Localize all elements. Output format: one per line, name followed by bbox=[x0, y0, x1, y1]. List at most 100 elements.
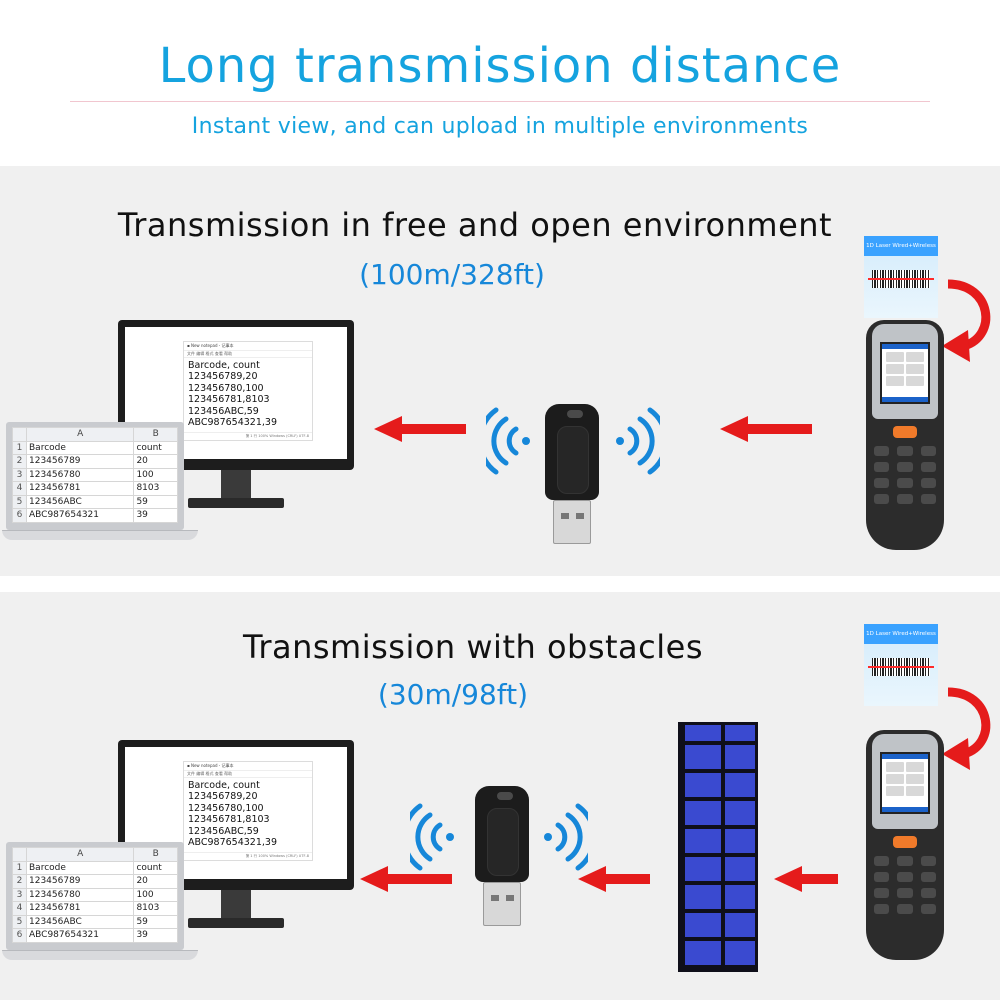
notepad-line: 123456ABC,59 bbox=[188, 825, 259, 837]
left-arrow bbox=[360, 866, 452, 892]
barcode-card: 1D Laser Wired+Wireless bbox=[864, 624, 938, 706]
row-number[interactable]: 1 bbox=[12, 860, 27, 875]
wireless-waves-right-icon bbox=[544, 803, 588, 871]
column-header-b[interactable]: B bbox=[133, 427, 178, 442]
column-header-a[interactable]: A bbox=[25, 847, 135, 862]
cell-a[interactable]: ABC987654321 bbox=[25, 508, 135, 523]
notepad-window: ▪ New notepad - 记事本 文件 编辑 格式 查看 帮助 Barco… bbox=[183, 761, 313, 861]
cell-b[interactable]: 59 bbox=[133, 494, 178, 509]
cell-a[interactable]: 123456780 bbox=[25, 887, 135, 902]
left-arrow bbox=[774, 866, 838, 892]
left-arrow bbox=[578, 866, 650, 892]
row-number[interactable]: 6 bbox=[12, 508, 27, 523]
scene-title: Transmission with obstacles bbox=[242, 628, 703, 666]
open-environment-panel: Transmission in free and open environmen… bbox=[0, 166, 1000, 576]
cell-a[interactable]: ABC987654321 bbox=[25, 928, 135, 943]
cell-b[interactable]: 8103 bbox=[133, 481, 178, 496]
brick-wall bbox=[678, 722, 758, 972]
notepad-line: 123456ABC,59 bbox=[188, 405, 259, 417]
wireless-waves-left-icon bbox=[486, 407, 530, 475]
notepad-line: 123456780,100 bbox=[188, 802, 264, 814]
scan-button bbox=[893, 836, 917, 848]
obstacle-panel: Transmission with obstacles (30m/98ft) ▪… bbox=[0, 592, 1000, 1000]
cell-a[interactable]: 123456789 bbox=[25, 454, 135, 469]
left-arrow bbox=[720, 416, 812, 442]
cell-a[interactable]: 123456ABC bbox=[25, 914, 135, 929]
header: Long transmission distance Instant view,… bbox=[0, 0, 1000, 166]
cell-b[interactable]: 59 bbox=[133, 914, 178, 929]
wireless-waves-left-icon bbox=[410, 803, 454, 871]
cell-a[interactable]: 123456ABC bbox=[25, 494, 135, 509]
column-header-a[interactable]: A bbox=[25, 427, 135, 442]
monitor: ▪ New notepad - 记事本 文件 编辑 格式 查看 帮助 Barco… bbox=[118, 320, 354, 520]
cell-a[interactable]: Barcode bbox=[25, 860, 135, 875]
scan-button bbox=[893, 426, 917, 438]
notepad-window: ▪ New notepad - 记事本 文件 编辑 格式 查看 帮助 Barco… bbox=[183, 341, 313, 441]
cell-b[interactable]: 39 bbox=[133, 508, 178, 523]
cell-b[interactable]: 39 bbox=[133, 928, 178, 943]
section-divider bbox=[0, 576, 1000, 592]
cell-a[interactable]: 123456780 bbox=[25, 467, 135, 482]
cell-b[interactable]: count bbox=[133, 860, 178, 875]
column-header-b[interactable]: B bbox=[133, 847, 178, 862]
usb-dongle bbox=[472, 786, 532, 936]
row-number[interactable]: 2 bbox=[12, 454, 27, 469]
row-number[interactable]: 4 bbox=[12, 481, 27, 496]
row-number[interactable]: 3 bbox=[12, 887, 27, 902]
notepad-line: 123456789,20 bbox=[188, 371, 258, 383]
cell-a[interactable]: 123456781 bbox=[25, 901, 135, 916]
cell-b[interactable]: 8103 bbox=[133, 901, 178, 916]
cell-b[interactable]: count bbox=[133, 440, 178, 455]
page-subtitle: Instant view, and can upload in multiple… bbox=[191, 114, 809, 139]
usb-dongle bbox=[542, 404, 602, 554]
handheld-scanner bbox=[866, 730, 944, 960]
notepad-line: 123456781,8103 bbox=[188, 394, 270, 406]
row-number[interactable]: 5 bbox=[12, 914, 27, 929]
cell-b[interactable]: 20 bbox=[133, 454, 178, 469]
row-number[interactable]: 1 bbox=[12, 440, 27, 455]
scene-title: Transmission in free and open environmen… bbox=[117, 206, 833, 244]
barcode-card: 1D Laser Wired+Wireless bbox=[864, 236, 938, 318]
scene-range: (30m/98ft) bbox=[377, 678, 529, 711]
cell-b[interactable]: 100 bbox=[133, 887, 178, 902]
curved-arrow-icon bbox=[942, 687, 991, 770]
handheld-scanner bbox=[866, 320, 944, 550]
corner-cell[interactable] bbox=[12, 427, 27, 442]
notepad-line: Barcode, count bbox=[188, 360, 260, 371]
notepad-line: 123456789,20 bbox=[188, 791, 258, 803]
notepad-line: ABC987654321,39 bbox=[188, 837, 277, 849]
row-number[interactable]: 3 bbox=[12, 467, 27, 482]
cell-b[interactable]: 100 bbox=[133, 467, 178, 482]
cell-a[interactable]: Barcode bbox=[25, 440, 135, 455]
cell-a[interactable]: 123456781 bbox=[25, 481, 135, 496]
cell-b[interactable]: 20 bbox=[133, 874, 178, 889]
page-title: Long transmission distance bbox=[158, 38, 842, 94]
wireless-waves-right-icon bbox=[616, 407, 660, 475]
row-number[interactable]: 6 bbox=[12, 928, 27, 943]
scanner-card-label: 1D Laser Wired+Wireless bbox=[866, 631, 936, 637]
cell-a[interactable]: 123456789 bbox=[25, 874, 135, 889]
scanner-card-label: 1D Laser Wired+Wireless bbox=[866, 243, 936, 249]
row-number[interactable]: 5 bbox=[12, 494, 27, 509]
row-number[interactable]: 4 bbox=[12, 901, 27, 916]
title-divider bbox=[70, 101, 930, 102]
row-number[interactable]: 2 bbox=[12, 874, 27, 889]
scene-range: (100m/328ft) bbox=[359, 258, 545, 291]
left-arrow bbox=[374, 416, 466, 442]
corner-cell[interactable] bbox=[12, 847, 27, 862]
